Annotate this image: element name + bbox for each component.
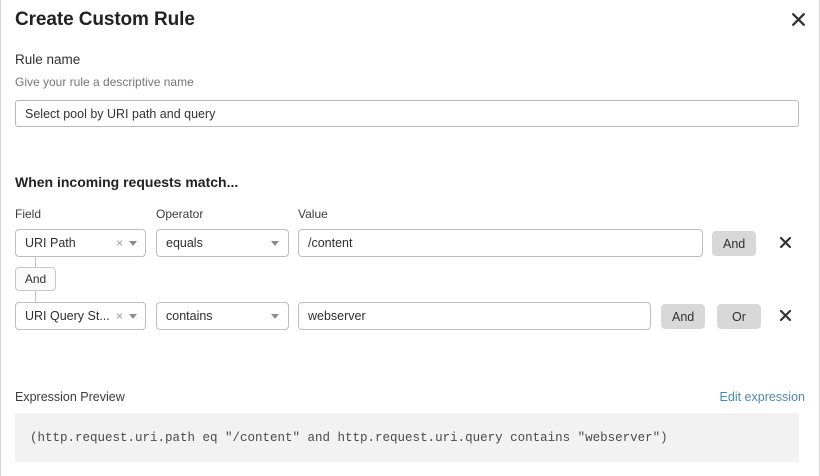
page-title: Create Custom Rule	[15, 9, 195, 30]
or-button-row-2[interactable]: Or	[717, 304, 761, 329]
operator-select-value-row-1: equals	[166, 236, 203, 250]
edit-expression-link[interactable]: Edit expression	[719, 390, 805, 404]
field-select-row-2[interactable]: URI Query St... ×	[15, 302, 146, 330]
match-section-heading: When incoming requests match...	[15, 174, 239, 190]
field-select-icons-row-2: ×	[115, 310, 141, 322]
expression-preview-box: (http.request.uri.path eq "/content" and…	[15, 413, 799, 462]
column-header-value: Value	[298, 207, 328, 221]
column-header-field: Field	[15, 207, 42, 221]
value-input-row-2[interactable]	[298, 302, 651, 330]
field-select-icons-row-1: ×	[115, 237, 141, 249]
field-select-value-row-2: URI Query St...	[25, 309, 110, 323]
close-icon	[779, 309, 792, 325]
close-icon	[779, 236, 792, 252]
clear-icon[interactable]: ×	[115, 309, 123, 323]
field-select-value-row-1: URI Path	[25, 236, 76, 250]
expression-preview-label: Expression Preview	[15, 390, 125, 404]
close-icon	[791, 12, 806, 27]
clear-icon[interactable]: ×	[115, 236, 123, 250]
rule-name-help-text: Give your rule a descriptive name	[15, 75, 194, 89]
close-modal-button[interactable]	[785, 6, 811, 32]
remove-condition-button-row-1[interactable]	[774, 233, 796, 255]
remove-condition-button-row-2[interactable]	[774, 306, 796, 328]
group-connector-and[interactable]: And	[15, 267, 56, 291]
column-header-operator: Operator	[156, 207, 204, 221]
rule-name-label: Rule name	[15, 52, 81, 67]
operator-select-row-1[interactable]: equals	[156, 229, 289, 257]
operator-select-value-row-2: contains	[166, 309, 213, 323]
and-button-row-1[interactable]: And	[712, 231, 757, 256]
and-button-row-2[interactable]: And	[661, 304, 706, 329]
field-select-row-1[interactable]: URI Path ×	[15, 229, 146, 257]
rule-name-input[interactable]	[15, 100, 799, 127]
expression-preview-code: (http.request.uri.path eq "/content" and…	[30, 430, 668, 445]
chevron-down-icon[interactable]	[129, 240, 137, 246]
chevron-down-icon[interactable]	[271, 240, 279, 246]
chevron-down-icon[interactable]	[271, 313, 279, 319]
chevron-down-icon[interactable]	[129, 313, 137, 319]
operator-select-row-2[interactable]: contains	[156, 302, 289, 330]
value-input-row-1[interactable]	[298, 229, 703, 257]
